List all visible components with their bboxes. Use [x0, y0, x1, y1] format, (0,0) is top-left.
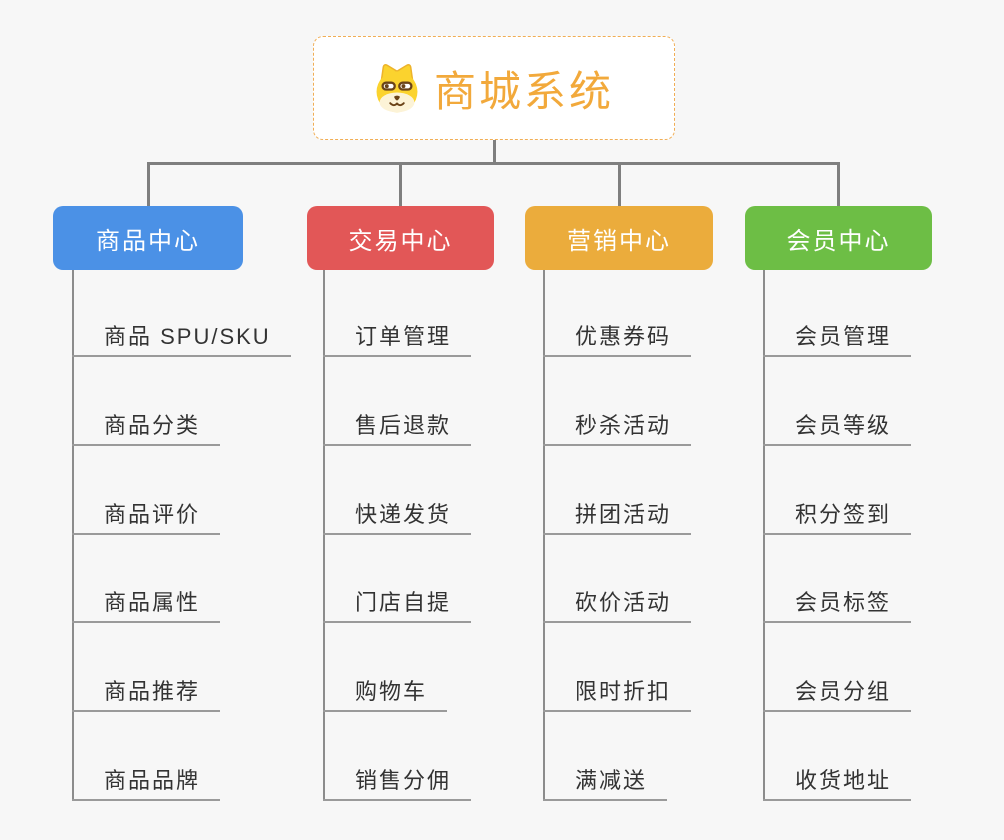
- connector-bus: [147, 162, 839, 165]
- connector-column-line: [763, 270, 765, 801]
- mindmap-item[interactable]: 会员标签: [763, 589, 912, 623]
- mindmap-item[interactable]: 商品分类: [72, 412, 221, 446]
- mindmap-item[interactable]: 商品评价: [72, 501, 221, 535]
- connector-branch-stub: [399, 162, 402, 208]
- connector-column-line: [323, 270, 325, 801]
- mindmap-item[interactable]: 会员等级: [763, 412, 912, 446]
- mindmap-item[interactable]: 积分签到: [763, 501, 912, 535]
- mindmap-item[interactable]: 会员分组: [763, 678, 912, 712]
- mindmap-item[interactable]: 会员管理: [763, 323, 912, 357]
- root-title: 商城系统: [433, 67, 614, 115]
- mindmap-item[interactable]: 购物车: [323, 678, 448, 712]
- branch-label: 会员中心: [786, 227, 891, 255]
- branch-node[interactable]: 商品中心: [53, 206, 243, 270]
- connector-root-drop: [493, 140, 496, 163]
- connector-branch-stub: [837, 162, 840, 208]
- connector-column-line: [543, 270, 545, 801]
- mindmap-item[interactable]: 优惠券码: [543, 323, 692, 357]
- mindmap-item[interactable]: 售后退款: [323, 412, 472, 446]
- root-node[interactable]: 商城系统: [313, 36, 675, 140]
- mindmap-item[interactable]: 商品属性: [72, 589, 221, 623]
- mindmap-item[interactable]: 秒杀活动: [543, 412, 692, 446]
- mindmap-item[interactable]: 门店自提: [323, 589, 472, 623]
- branch-node[interactable]: 会员中心: [745, 206, 932, 270]
- mindmap-item[interactable]: 订单管理: [323, 323, 472, 357]
- mindmap-item[interactable]: 限时折扣: [543, 678, 692, 712]
- branch-label: 营销中心: [567, 227, 671, 255]
- mindmap-item[interactable]: 砍价活动: [543, 589, 692, 623]
- branch-node[interactable]: 营销中心: [525, 206, 713, 270]
- branch-label: 商品中心: [96, 227, 200, 255]
- connector-branch-stub: [617, 162, 621, 208]
- connector-column-line: [72, 270, 74, 801]
- mindmap-item[interactable]: 商品品牌: [72, 767, 221, 801]
- mindmap-item[interactable]: 拼团活动: [543, 501, 692, 535]
- mindmap-item[interactable]: 满减送: [543, 767, 668, 801]
- mindmap-item[interactable]: 快递发货: [323, 501, 472, 535]
- mindmap-item[interactable]: 商品 SPU/SKU: [72, 323, 291, 357]
- mindmap-item[interactable]: 商品推荐: [72, 678, 221, 712]
- branch-label: 交易中心: [348, 227, 453, 255]
- doge-icon: [376, 64, 418, 113]
- branch-node[interactable]: 交易中心: [307, 206, 494, 270]
- connector-branch-stub: [146, 162, 150, 208]
- mindmap-item[interactable]: 销售分佣: [323, 767, 472, 801]
- mindmap-item[interactable]: 收货地址: [763, 767, 912, 801]
